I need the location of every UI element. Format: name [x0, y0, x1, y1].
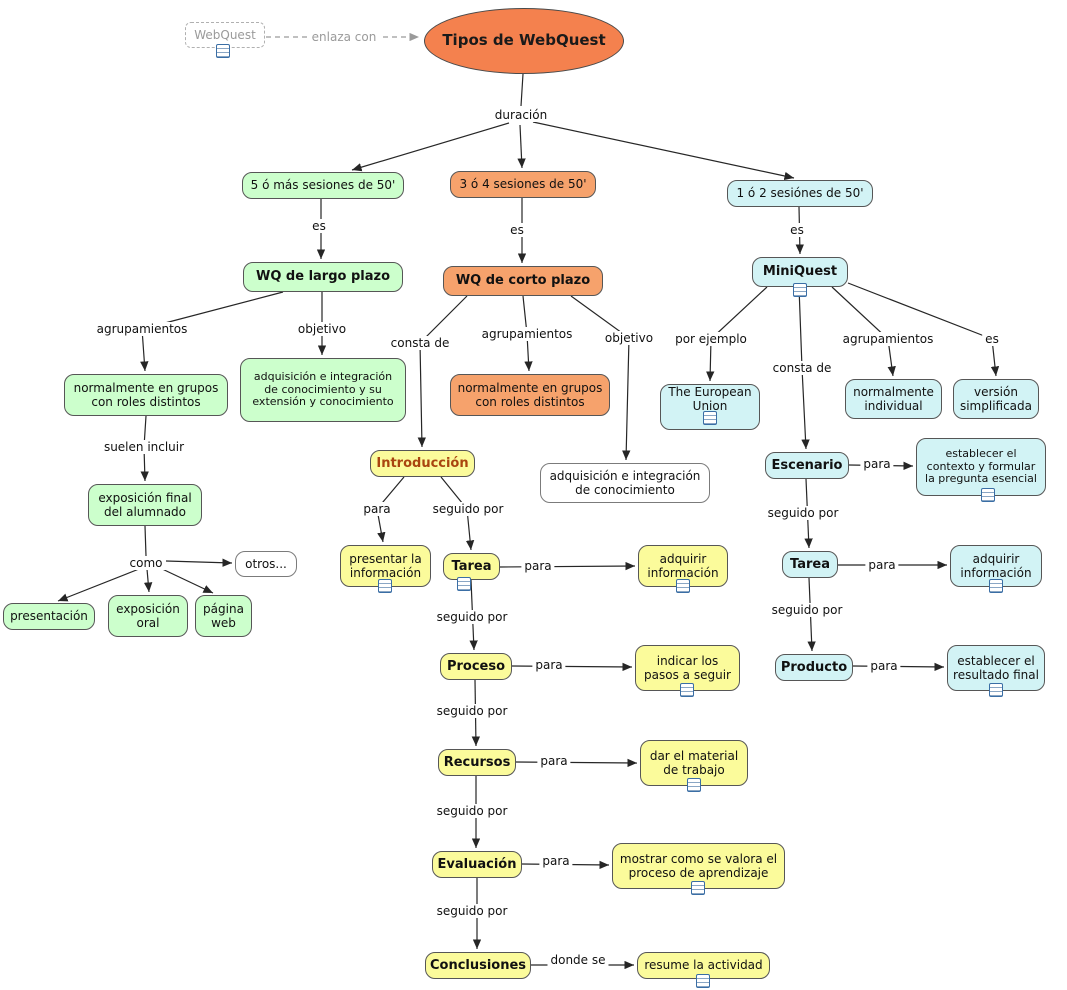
concept-otros[interactable]: otros... — [235, 551, 297, 577]
link-label-objetivo[interactable]: objetivo — [601, 331, 657, 345]
concept-pagina-web[interactable]: página web — [195, 595, 252, 637]
link-label-donde-se[interactable]: donde se — [547, 953, 609, 967]
concept-adquisicion-conocimiento[interactable]: adquisición e integración de conocimient… — [540, 463, 710, 503]
link-label-para[interactable]: para — [860, 457, 894, 471]
concept-5-o-mas-sesiones[interactable]: 5 ó más sesiones de 50' — [242, 172, 404, 199]
link-label-seguido-por[interactable]: seguido por — [433, 804, 511, 818]
concept-proceso[interactable]: Proceso — [440, 653, 512, 680]
concept-1-o-2-sesiones[interactable]: 1 ó 2 sesiónes de 50' — [727, 180, 873, 207]
concept-webquest-external[interactable]: WebQuest — [185, 22, 265, 48]
link-label-enlaza-con[interactable]: enlaza con — [308, 30, 380, 44]
concept-tarea[interactable]: Tarea — [443, 553, 500, 580]
document-icon[interactable] — [989, 579, 1003, 593]
document-icon[interactable] — [680, 683, 694, 697]
link-label-es[interactable]: es — [507, 223, 527, 237]
concept-exposicion-final[interactable]: exposición final del alumnado — [88, 484, 202, 526]
concept-grupos-roles-corto[interactable]: normalmente en grupos con roles distinto… — [450, 374, 610, 416]
concept-tarea-mini[interactable]: Tarea — [782, 551, 838, 578]
document-icon[interactable] — [216, 44, 230, 58]
link-label-consta-de[interactable]: consta de — [387, 336, 453, 350]
document-icon[interactable] — [457, 577, 471, 591]
link-label-para[interactable]: para — [537, 754, 571, 768]
concept-grupos-roles-largo[interactable]: normalmente en grupos con roles distinto… — [64, 374, 228, 416]
link-label-para[interactable]: para — [867, 659, 901, 673]
concept-wq-corto-plazo[interactable]: WQ de corto plazo — [443, 266, 603, 296]
document-icon[interactable] — [691, 881, 705, 895]
link-label-duracion[interactable]: duración — [491, 108, 551, 122]
link-label-para[interactable]: para — [521, 559, 555, 573]
link-label-suelen-incluir[interactable]: suelen incluir — [100, 440, 188, 454]
document-icon[interactable] — [989, 683, 1003, 697]
concept-recursos[interactable]: Recursos — [438, 749, 516, 776]
concept-presentacion[interactable]: presentación — [3, 603, 95, 630]
document-icon[interactable] — [703, 411, 717, 425]
link-label-seguido-por[interactable]: seguido por — [768, 603, 846, 617]
link-label-como[interactable]: como — [126, 556, 166, 570]
link-label-seguido-por[interactable]: seguido por — [429, 502, 507, 516]
link-label-es[interactable]: es — [787, 223, 807, 237]
link-label-agrupamientos[interactable]: agrupamientos — [93, 322, 191, 336]
link-label-agrupamientos[interactable]: agrupamientos — [839, 332, 937, 346]
concept-indicar-pasos[interactable]: indicar los pasos a seguir — [635, 645, 740, 691]
link-label-seguido-por[interactable]: seguido por — [433, 904, 511, 918]
link-label-es[interactable]: es — [309, 219, 329, 233]
concept-3-o-4-sesiones[interactable]: 3 ó 4 sesiones de 50' — [450, 171, 596, 198]
link-label-seguido-por[interactable]: seguido por — [433, 610, 511, 624]
concept-normalmente-individual[interactable]: normalmente individual — [845, 379, 942, 419]
link-label-por-ejemplo[interactable]: por ejemplo — [672, 332, 750, 346]
document-icon[interactable] — [378, 579, 392, 593]
document-icon[interactable] — [793, 283, 807, 297]
concept-escenario[interactable]: Escenario — [765, 452, 849, 479]
concept-exposicion-oral[interactable]: exposición oral — [108, 595, 188, 637]
link-label-para[interactable]: para — [532, 658, 566, 672]
link-label-objetivo[interactable]: objetivo — [294, 322, 350, 336]
document-icon[interactable] — [687, 778, 701, 792]
concept-adquisicion-extension[interactable]: adquisición e integración de conocimient… — [240, 358, 406, 422]
link-label-para[interactable]: para — [865, 558, 899, 572]
concept-producto[interactable]: Producto — [775, 654, 853, 681]
link-label-es[interactable]: es — [982, 332, 1002, 346]
link-label-para[interactable]: para — [360, 502, 394, 516]
document-icon[interactable] — [981, 488, 995, 502]
concept-introduccion[interactable]: Introducción — [370, 450, 475, 477]
concept-presentar-informacion[interactable]: presentar la información — [340, 545, 431, 587]
concept-tipos-de-webquest[interactable]: Tipos de WebQuest — [424, 8, 624, 74]
link-label-para[interactable]: para — [539, 854, 573, 868]
link-label-seguido-por[interactable]: seguido por — [433, 704, 511, 718]
concept-version-simplificada[interactable]: versión simplificada — [953, 379, 1039, 419]
document-icon[interactable] — [696, 974, 710, 988]
concept-adquirir-informacion-mini[interactable]: adquirir información — [950, 545, 1042, 587]
document-icon[interactable] — [676, 579, 690, 593]
concept-miniquest[interactable]: MiniQuest — [752, 257, 848, 287]
link-label-agrupamientos[interactable]: agrupamientos — [478, 327, 576, 341]
concept-dar-material[interactable]: dar el material de trabajo — [640, 740, 748, 786]
link-label-consta-de[interactable]: consta de — [769, 361, 835, 375]
concept-evaluacion[interactable]: Evaluación — [432, 851, 522, 878]
concept-conclusiones[interactable]: Conclusiones — [425, 952, 531, 979]
concept-establecer-contexto[interactable]: establecer el contexto y formular la pre… — [916, 438, 1046, 496]
link-label-seguido-por[interactable]: seguido por — [764, 506, 842, 520]
concept-wq-largo-plazo[interactable]: WQ de largo plazo — [243, 262, 403, 292]
